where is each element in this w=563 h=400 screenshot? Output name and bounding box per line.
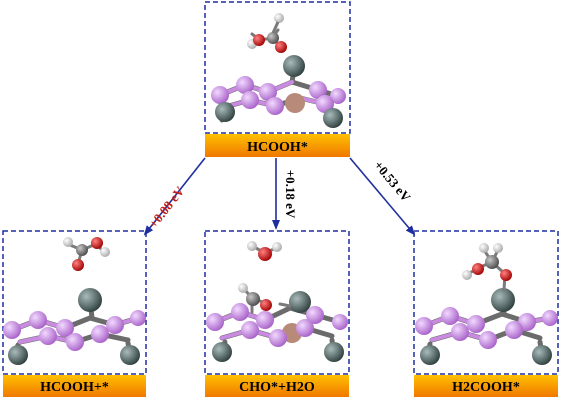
edge-right-label: +0.53 eV: [371, 158, 414, 205]
node-top-label-bar: [205, 134, 350, 157]
node-center-structure: [206, 241, 348, 362]
edge-right: +0.53 eV: [349, 157, 416, 236]
node-left-box: [2, 230, 147, 375]
node-top-box: [204, 1, 351, 134]
edge-center: +0.18 eV: [272, 158, 298, 230]
node-center-box: [204, 230, 350, 375]
node-top-label: HCOOH*: [247, 140, 308, 155]
node-left-structure: [3, 237, 146, 365]
node-top-structure: [211, 13, 346, 128]
node-left-label: HCOOH+*: [40, 380, 109, 395]
node-right: H2COOH*: [413, 230, 559, 397]
node-center-label: CHO*+H2O: [239, 380, 315, 395]
node-center-label-bar: [205, 375, 349, 397]
node-right-box: [413, 230, 559, 375]
edge-left-label: +0.08 eV: [146, 183, 188, 231]
node-right-label-bar: [414, 375, 558, 397]
node-right-structure: [415, 243, 558, 365]
node-left-label-bar: [3, 375, 146, 397]
edge-left: +0.08 eV: [143, 157, 206, 236]
edge-right-arrow: [349, 157, 416, 236]
node-left: HCOOH+*: [2, 230, 147, 397]
node-top: HCOOH*: [204, 1, 351, 157]
edge-left-arrow: [143, 157, 206, 236]
node-center: CHO*+H2O: [204, 230, 350, 397]
edge-center-label: +0.18 eV: [283, 170, 298, 219]
node-right-label: H2COOH*: [452, 380, 520, 395]
